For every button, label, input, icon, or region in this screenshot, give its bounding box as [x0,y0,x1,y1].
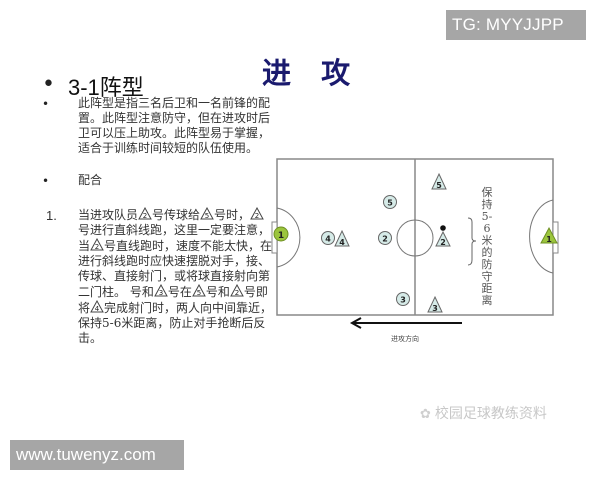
formation-heading: 3-1阵型 [68,75,144,100]
svg-text:3: 3 [400,296,406,305]
svg-text:2: 2 [95,243,99,251]
slide-title: 进 攻 [262,56,361,90]
attacker-2-icon: 2 [435,230,451,247]
cooperation-label: 配合 [78,173,103,187]
distance-note: 保持5-6米的防守距离 [481,186,493,307]
attacker-marker-icon: 2 [138,207,152,220]
url-badge: www.tuwenyz.com [10,440,184,470]
attack-direction-label: 进攻方向 [391,334,419,343]
attacker-3-icon: 3 [427,295,443,313]
svg-text:3: 3 [432,304,438,313]
defender-3-icon: 3 [396,292,410,306]
ball-icon [440,225,446,231]
item-number: 1. [46,208,57,223]
attacker-marker-icon: 5 [200,207,214,220]
svg-text:2: 2 [235,289,239,297]
attacker-marker-icon: 3 [153,284,168,297]
attacker-marker-icon: 2 [90,238,104,251]
attacker-4-icon: 4 [334,229,350,247]
svg-text:1: 1 [546,235,552,244]
bullet-dot: • [42,174,50,188]
svg-text:5: 5 [197,289,201,297]
svg-text:2: 2 [255,212,259,220]
center-circle [396,219,434,257]
attacker-1-icon: 1 [540,226,558,244]
svg-text:4: 4 [339,238,345,247]
attacker-marker-icon: 2 [230,284,244,297]
svg-text:5: 5 [205,212,209,220]
svg-text:2: 2 [440,238,446,247]
svg-text:4: 4 [95,305,100,313]
svg-text:3: 3 [159,289,163,297]
right-penalty-arc [529,199,554,274]
svg-text:2: 2 [143,212,147,220]
distance-bracket [467,217,477,266]
left-penalty-arc [276,207,301,268]
attacker-5-icon: 5 [431,172,447,190]
svg-text:1: 1 [278,231,284,241]
defender-1-icon: 1 [273,226,289,242]
wechat-icon: ✿ [420,407,431,422]
defender-4-icon: 4 [321,231,335,245]
arrow-head-icon [349,317,362,329]
attacker-marker-icon: 5 [192,284,206,297]
bullet-dot: • [42,97,50,111]
svg-text:5: 5 [387,199,393,208]
bullet-heading: • [42,72,55,97]
defender-5-icon: 5 [383,195,397,209]
attacker-marker-icon: 4 [90,300,104,313]
svg-text:4: 4 [325,235,331,244]
defender-2-icon: 2 [378,231,392,245]
watermark: ✿校园足球教练资料 [420,406,547,422]
svg-text:5: 5 [436,181,442,190]
tg-badge: TG: MYYJJPP [446,10,586,40]
svg-text:2: 2 [382,235,388,244]
attacker-marker-icon: 2 [250,207,264,220]
formation-description: 此阵型是指三名后卫和一名前锋的配置。此阵型注意防守，但在进攻时后卫可以压上助攻。… [78,96,271,155]
